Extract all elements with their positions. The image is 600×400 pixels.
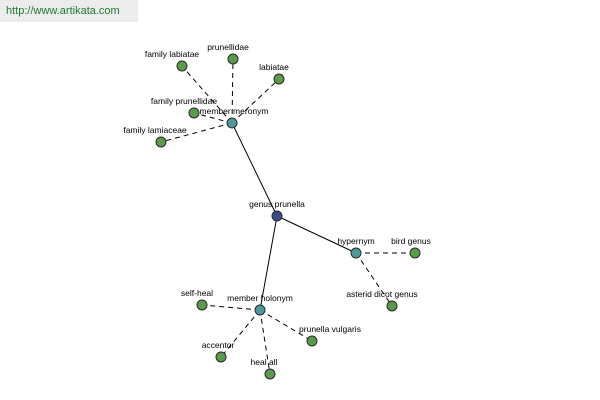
term-bird-genus-node[interactable]: [409, 247, 421, 259]
edge-member-meronym-to-family-lamiaceae: [160, 122, 233, 143]
relation-member-holonym-label[interactable]: member holonym: [227, 293, 293, 303]
term-accentor-label[interactable]: accentor: [202, 340, 235, 350]
term-family-labiatae-label[interactable]: family labiatae: [145, 49, 200, 59]
term-family-lamiaceae-node[interactable]: [155, 136, 167, 148]
term-heal-all-label[interactable]: heal all: [251, 357, 278, 367]
edge-member-holonym-to-accentor: [220, 309, 261, 358]
relation-hypernym-node[interactable]: [350, 247, 362, 259]
term-family-prunellidae-node[interactable]: [188, 107, 200, 119]
relation-member-holonym-node[interactable]: [254, 304, 266, 316]
term-prunellidae-label[interactable]: prunellidae: [207, 42, 249, 52]
graph-edges: [160, 58, 415, 375]
term-accentor-node[interactable]: [215, 351, 227, 363]
edge-member-meronym-to-labiatae: [231, 78, 280, 124]
term-prunella-vulgaris-label[interactable]: prunella vulgaris: [299, 324, 361, 334]
root-genus-prunella-label[interactable]: genus prunella: [249, 199, 305, 209]
graph-nodes: [155, 53, 421, 380]
term-prunellidae-node[interactable]: [227, 53, 239, 65]
term-family-prunellidae-label[interactable]: family prunellidae: [151, 96, 217, 106]
relation-member-meronym-node[interactable]: [226, 117, 238, 129]
edge-genus-prunella-to-hypernym: [276, 215, 357, 254]
relation-member-meronym-label[interactable]: member meronym: [200, 106, 269, 116]
graph-labels: genus prunella member meronym family labia…: [123, 42, 431, 367]
edge-member-holonym-to-prunella-vulgaris: [259, 309, 313, 342]
edge-member-holonym-to-heal-all: [259, 309, 271, 375]
term-asterid-dicot-genus-node[interactable]: [386, 300, 398, 312]
term-prunella-vulgaris-node[interactable]: [306, 335, 318, 347]
root-genus-prunella-node[interactable]: [271, 210, 283, 222]
term-self-heal-node[interactable]: [196, 299, 208, 311]
term-family-labiatae-node[interactable]: [176, 60, 188, 72]
edge-member-meronym-to-family-labiatae: [181, 65, 233, 124]
term-self-heal-label[interactable]: self-heal: [181, 288, 213, 298]
term-bird-genus-label[interactable]: bird genus: [391, 236, 431, 246]
edge-genus-prunella-to-member-holonym: [259, 215, 278, 311]
term-heal-all-node[interactable]: [264, 368, 276, 380]
term-labiatae-label[interactable]: labiatae: [259, 62, 289, 72]
term-labiatae-node[interactable]: [273, 73, 285, 85]
term-family-lamiaceae-label[interactable]: family lamiaceae: [123, 125, 187, 135]
edge-member-meronym-to-prunellidae: [231, 58, 234, 124]
edge-genus-prunella-to-member-meronym: [231, 122, 278, 217]
term-asterid-dicot-genus-label[interactable]: asterid dicot genus: [346, 289, 417, 299]
edge-member-meronym-to-family-prunellidae: [193, 112, 233, 124]
edge-member-holonym-to-self-heal: [201, 304, 261, 311]
relation-hypernym-label[interactable]: hypernym: [337, 236, 374, 246]
edge-hypernym-to-asterid-dicot-genus: [355, 252, 393, 307]
url-banner[interactable]: http://www.artikata.com: [0, 0, 138, 22]
